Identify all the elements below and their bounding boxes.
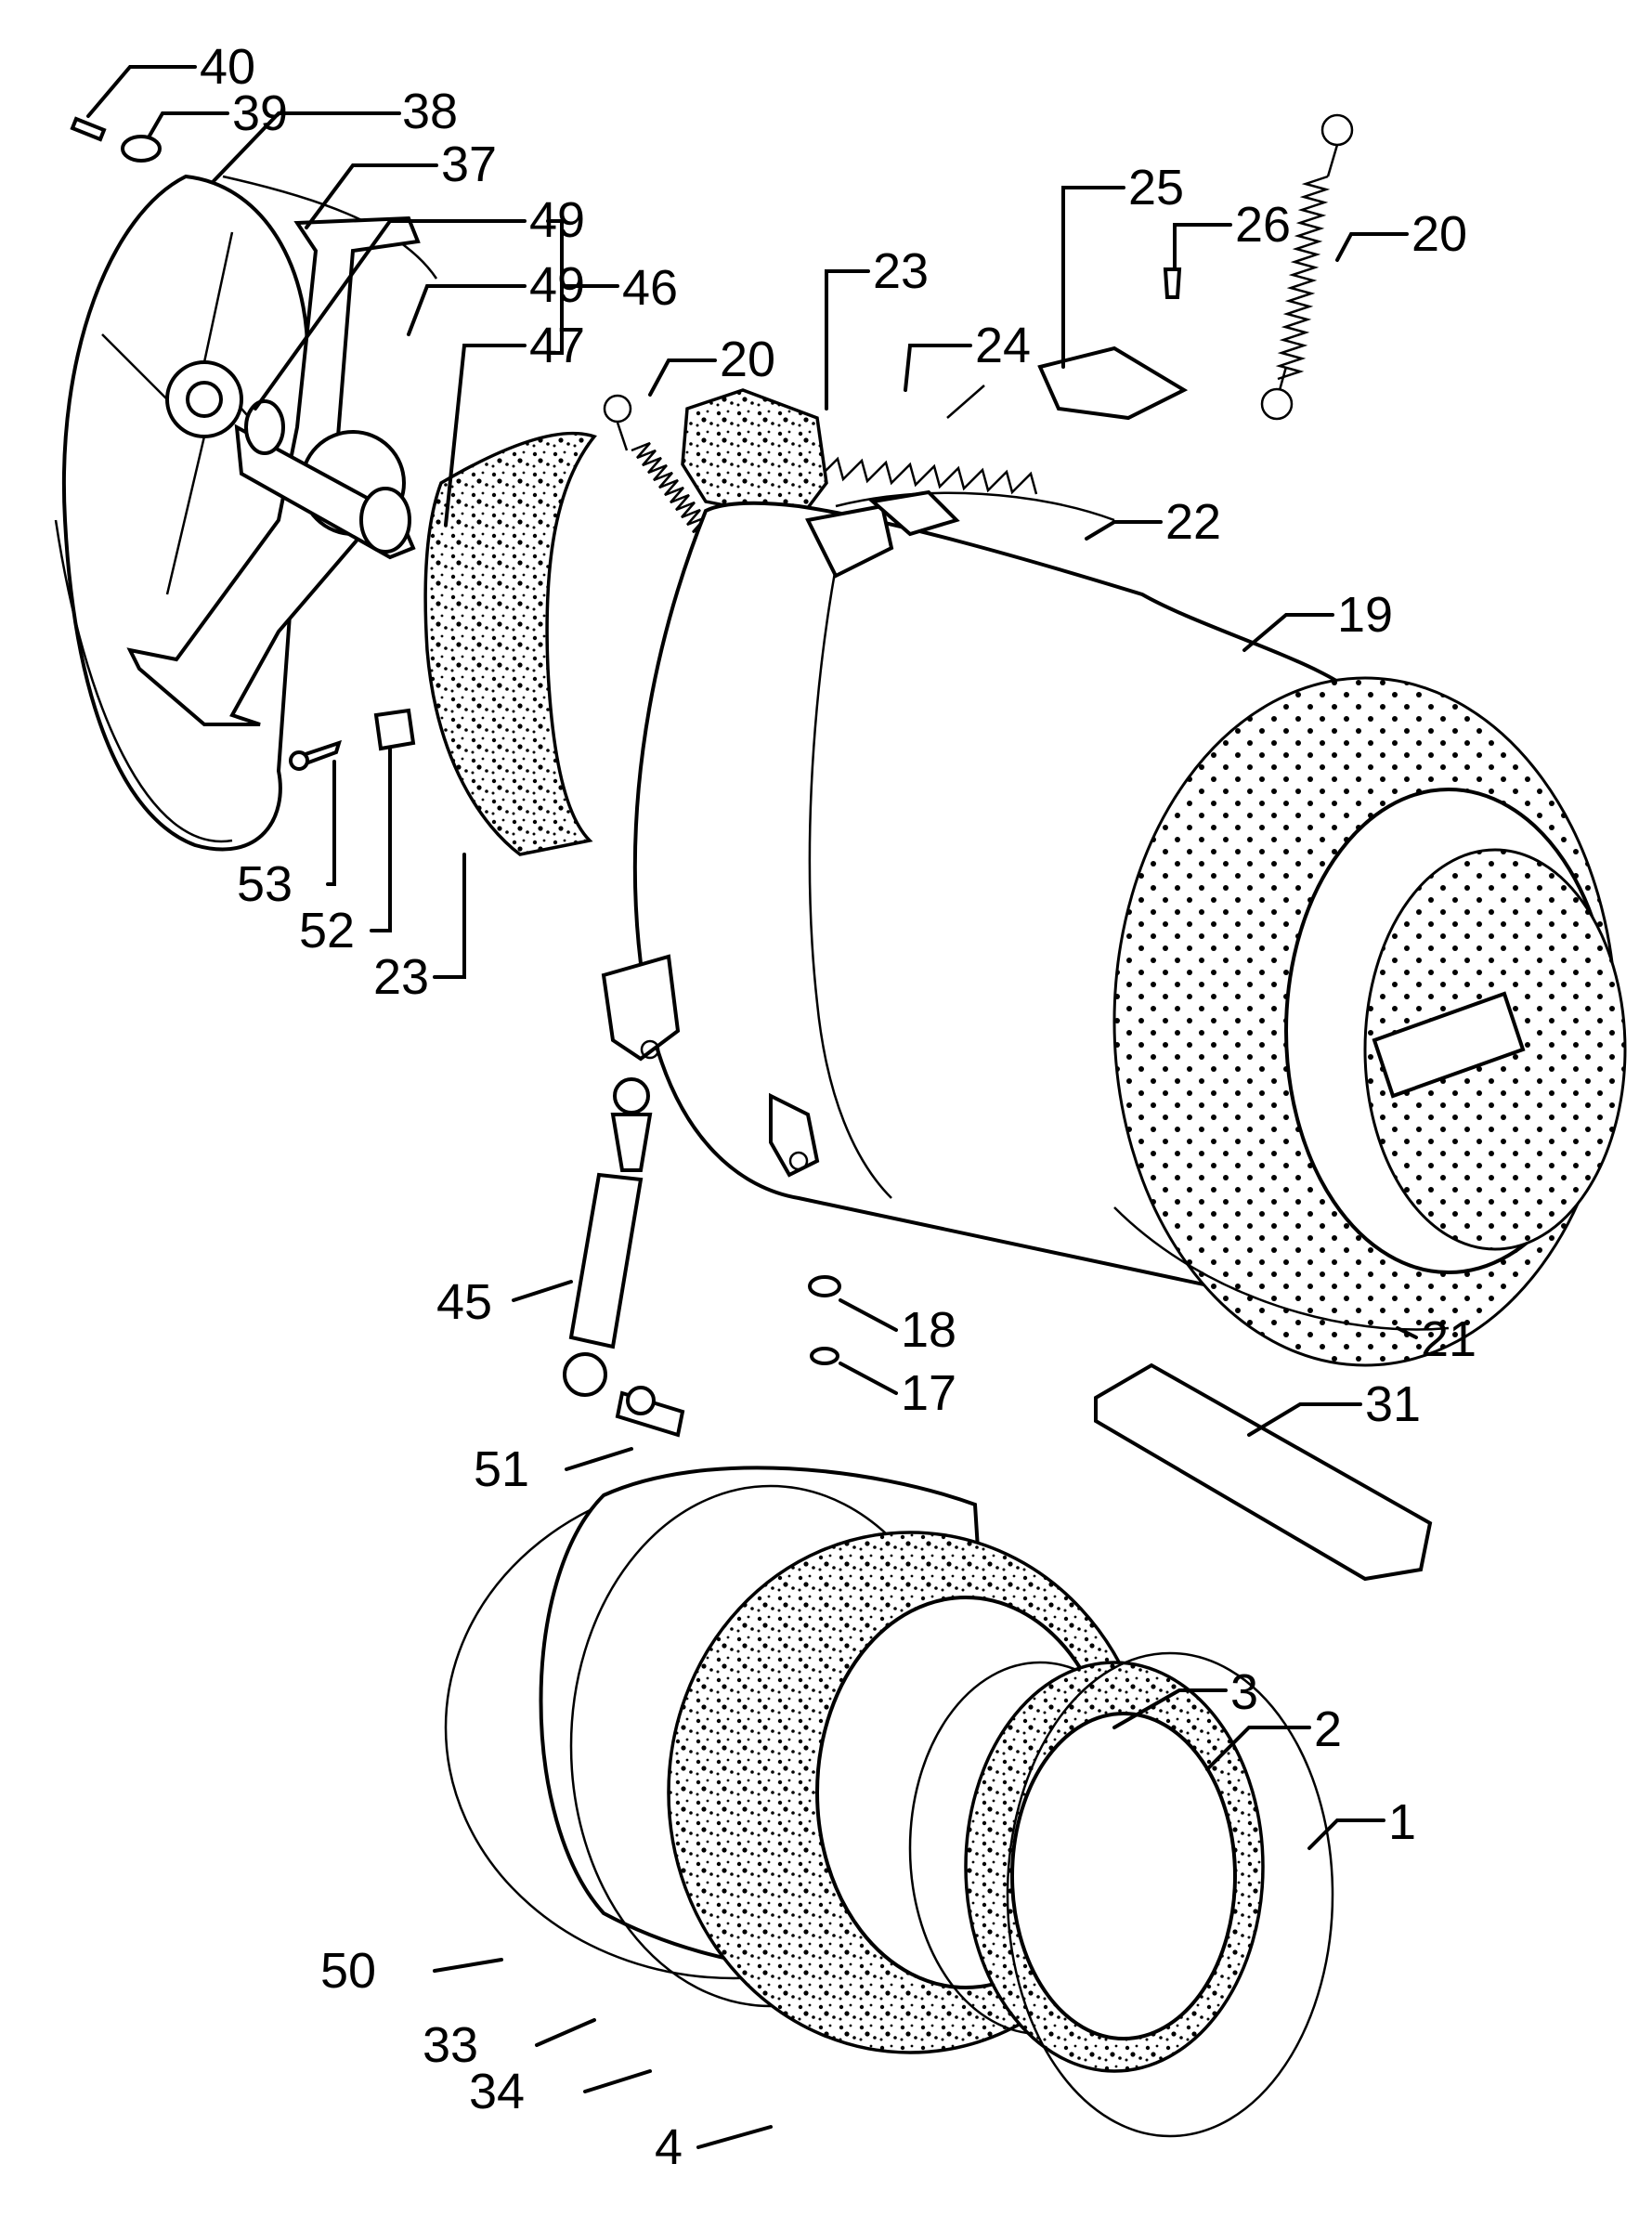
label-33: 33 xyxy=(423,2017,478,2073)
part-labels: 40 39 38 37 49 46 49 47 20 23 24 25 26 2… xyxy=(200,39,1476,2175)
counterweight-top xyxy=(681,388,828,522)
pulley-belt xyxy=(222,175,438,280)
leader-lines xyxy=(86,65,1418,2149)
shock-absorber-45 xyxy=(563,1077,653,1397)
plate-52 xyxy=(373,708,416,751)
label-39: 39 xyxy=(232,85,288,141)
label-47: 47 xyxy=(529,318,585,373)
label-51: 51 xyxy=(474,1441,529,1497)
tub-clamp-22 xyxy=(835,491,1115,522)
screw-18 xyxy=(808,1275,841,1297)
label-52: 52 xyxy=(299,903,355,958)
label-53: 53 xyxy=(237,856,293,912)
bracket-25 xyxy=(1037,345,1189,421)
label-40: 40 xyxy=(200,39,255,95)
label-46: 46 xyxy=(622,260,678,316)
label-49-lower: 49 xyxy=(529,257,585,313)
label-23-top: 23 xyxy=(873,243,929,299)
label-49-upper: 49 xyxy=(529,192,585,248)
screw-26 xyxy=(1163,267,1182,299)
label-50: 50 xyxy=(320,1943,376,1999)
label-23-bottom: 23 xyxy=(373,949,429,1005)
washer-39 xyxy=(121,135,162,163)
label-26: 26 xyxy=(1235,197,1291,253)
pulley-assembly xyxy=(54,116,477,852)
label-1: 1 xyxy=(1388,1794,1416,1850)
label-45: 45 xyxy=(436,1274,492,1330)
label-4: 4 xyxy=(655,2119,683,2175)
label-20-right: 20 xyxy=(1411,206,1467,262)
label-22: 22 xyxy=(1165,494,1221,550)
spring-20-right xyxy=(1260,113,1354,421)
counterweight-rear xyxy=(423,431,597,856)
label-25: 25 xyxy=(1128,160,1184,215)
weight-bar-31 xyxy=(1094,1362,1433,1582)
bearing-49b xyxy=(359,487,411,554)
label-38: 38 xyxy=(402,84,458,139)
screw-40 xyxy=(70,116,107,142)
label-24: 24 xyxy=(975,318,1031,373)
tub-front-rim-21 xyxy=(1113,1206,1450,1331)
wire-clamp-1 xyxy=(1006,1651,1334,2138)
label-2: 2 xyxy=(1314,1701,1342,1757)
label-37: 37 xyxy=(441,137,497,192)
label-34: 34 xyxy=(469,2064,525,2119)
bearing-49a xyxy=(244,399,285,455)
label-20-left: 20 xyxy=(720,332,775,387)
washer-17 xyxy=(810,1347,839,1365)
label-18: 18 xyxy=(901,1302,956,1358)
label-3: 3 xyxy=(1230,1664,1258,1720)
label-17: 17 xyxy=(901,1365,956,1421)
label-31: 31 xyxy=(1365,1376,1421,1432)
label-19: 19 xyxy=(1337,587,1393,643)
label-21: 21 xyxy=(1421,1311,1476,1367)
